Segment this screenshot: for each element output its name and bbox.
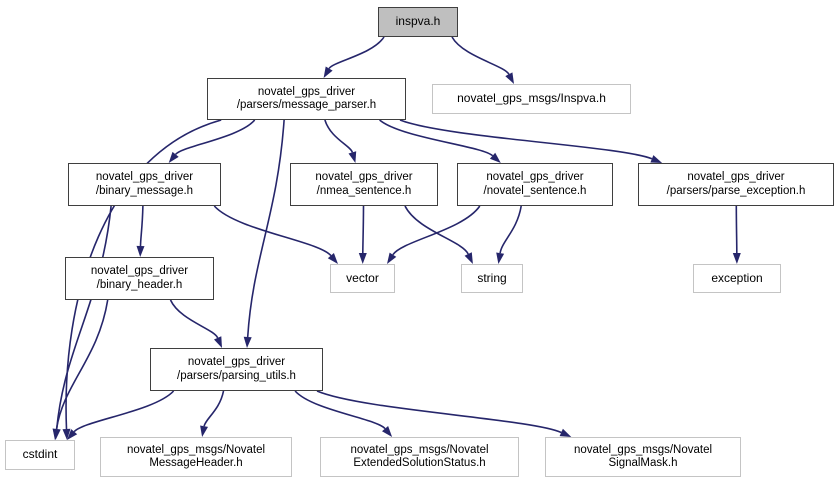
graph-edge-message_parser-to-binary_message [174,119,256,156]
graph-edge-message_parser-to-parse_exception [399,119,653,160]
graph-node-label: novatel_gps_msgs/Novatel ExtendedSolutio… [350,443,489,469]
graph-node-msgs_inspva[interactable]: novatel_gps_msgs/Inspva.h [432,84,631,114]
graph-edge-binary_message-to-cstdint [55,205,112,430]
graph-edge-message_parser-to-parsing_utils [246,119,285,338]
graph-arrowhead-message_parser-to-cstdint [62,428,71,440]
graph-node-label: novatel_gps_driver /nmea_sentence.h [315,171,413,197]
graph-node-label: novatel_gps_msgs/Inspva.h [457,91,606,106]
graph-edge-inspva-to-message_parser [328,36,385,70]
graph-arrowhead-message_parser-to-parse_exception [650,155,663,163]
graph-arrowhead-message_parser-to-nmea_sentence [348,151,357,163]
graph-edge-parsing_utils-to-cstdint [73,390,175,433]
graph-node-label: string [477,270,507,285]
graph-edge-parse_exception-to-exception [735,205,738,254]
graph-arrowhead-message_parser-to-novatel_sentence [489,152,501,163]
graph-arrowhead-novatel_sentence-to-vector [387,252,397,264]
graph-edge-parsing_utils-to-novatel_extended_solution_status [294,390,386,430]
graph-edge-nmea_sentence-to-string [404,205,469,255]
graph-node-parsing_utils[interactable]: novatel_gps_driver /parsers/parsing_util… [150,348,323,391]
graph-node-nmea_sentence[interactable]: novatel_gps_driver /nmea_sentence.h [290,163,438,206]
graph-node-label: vector [346,270,379,285]
graph-node-label: novatel_gps_msgs/Novatel SignalMask.h [573,443,713,469]
graph-edge-binary_header-to-parsing_utils [169,299,219,339]
graph-node-label: novatel_gps_driver /parsers/message_pars… [236,85,377,111]
graph-edge-novatel_sentence-to-vector [392,205,481,256]
graph-arrowhead-parsing_utils-to-novatel_signal_mask [559,428,572,437]
graph-arrowhead-inspva-to-msgs_inspva [505,72,514,84]
graph-node-novatel_extended_solution_status[interactable]: novatel_gps_msgs/Novatel ExtendedSolutio… [320,437,519,477]
graph-edge-binary_header-to-cstdint [55,299,109,430]
graph-node-novatel_sentence[interactable]: novatel_gps_driver /novatel_sentence.h [457,163,613,206]
graph-edge-message_parser-to-novatel_sentence [379,119,494,157]
graph-arrowhead-binary_header-to-cstdint [52,428,61,440]
graph-arrowhead-parsing_utils-to-novatel_message_header [200,425,208,437]
graph-node-label: novatel_gps_driver /binary_header.h [90,265,189,291]
graph-arrowhead-nmea_sentence-to-string [464,252,473,264]
graph-node-label: novatel_gps_msgs/Novatel MessageHeader.h [126,443,266,469]
graph-node-cstdint[interactable]: cstdint [5,440,75,470]
graph-node-parse_exception[interactable]: novatel_gps_driver /parsers/parse_except… [638,163,834,206]
graph-node-binary_header[interactable]: novatel_gps_driver /binary_header.h [65,257,214,300]
graph-arrowhead-inspva-to-message_parser [323,66,333,78]
graph-node-label: cstdint [22,447,58,462]
graph-edge-parsing_utils-to-novatel_message_header [203,390,225,427]
graph-edge-binary_message-to-binary_header [139,205,144,247]
graph-node-novatel_signal_mask[interactable]: novatel_gps_msgs/Novatel SignalMask.h [545,437,741,477]
graph-node-novatel_message_header[interactable]: novatel_gps_msgs/Novatel MessageHeader.h [100,437,292,477]
graph-edge-binary_message-to-vector [213,205,332,257]
graph-node-label: novatel_gps_driver /parsers/parse_except… [666,171,806,197]
graph-node-inspva[interactable]: inspva.h [378,7,458,37]
graph-arrowhead-binary_header-to-parsing_utils [214,336,222,348]
graph-node-label: novatel_gps_driver /novatel_sentence.h [483,171,587,197]
graph-edge-novatel_sentence-to-string [499,205,522,254]
graph-edge-nmea_sentence-to-vector [362,205,365,254]
graph-arrowhead-parsing_utils-to-cstdint [67,429,78,440]
graph-edge-message_parser-to-nmea_sentence [324,119,354,153]
graph-arrowhead-binary_message-to-vector [327,253,338,264]
graph-arrowhead-binary_message-to-binary_header [136,245,145,257]
graph-node-label: novatel_gps_driver /binary_message.h [95,171,194,197]
graph-node-label: novatel_gps_driver /parsers/parsing_util… [177,356,296,382]
graph-edge-parsing_utils-to-novatel_signal_mask [316,390,562,434]
graph-arrowhead-message_parser-to-binary_message [168,151,179,163]
graph-arrowhead-parsing_utils-to-novatel_extended_solution_status [382,426,393,437]
graph-node-label: inspva.h [395,14,441,29]
graph-edge-inspva-to-msgs_inspva [451,36,510,75]
graph-node-label: exception [711,270,763,285]
graph-node-binary_message[interactable]: novatel_gps_driver /binary_message.h [68,163,221,206]
graph-arrowhead-novatel_sentence-to-string [496,252,505,264]
graph-node-exception[interactable]: exception [693,264,781,293]
graph-node-string[interactable]: string [461,264,523,293]
graph-arrowhead-parse_exception-to-exception [732,253,741,264]
graph-node-message_parser[interactable]: novatel_gps_driver /parsers/message_pars… [207,78,406,120]
graph-arrowhead-nmea_sentence-to-vector [358,253,367,264]
graph-arrowhead-message_parser-to-parsing_utils [243,336,252,348]
graph-node-vector[interactable]: vector [330,264,395,293]
